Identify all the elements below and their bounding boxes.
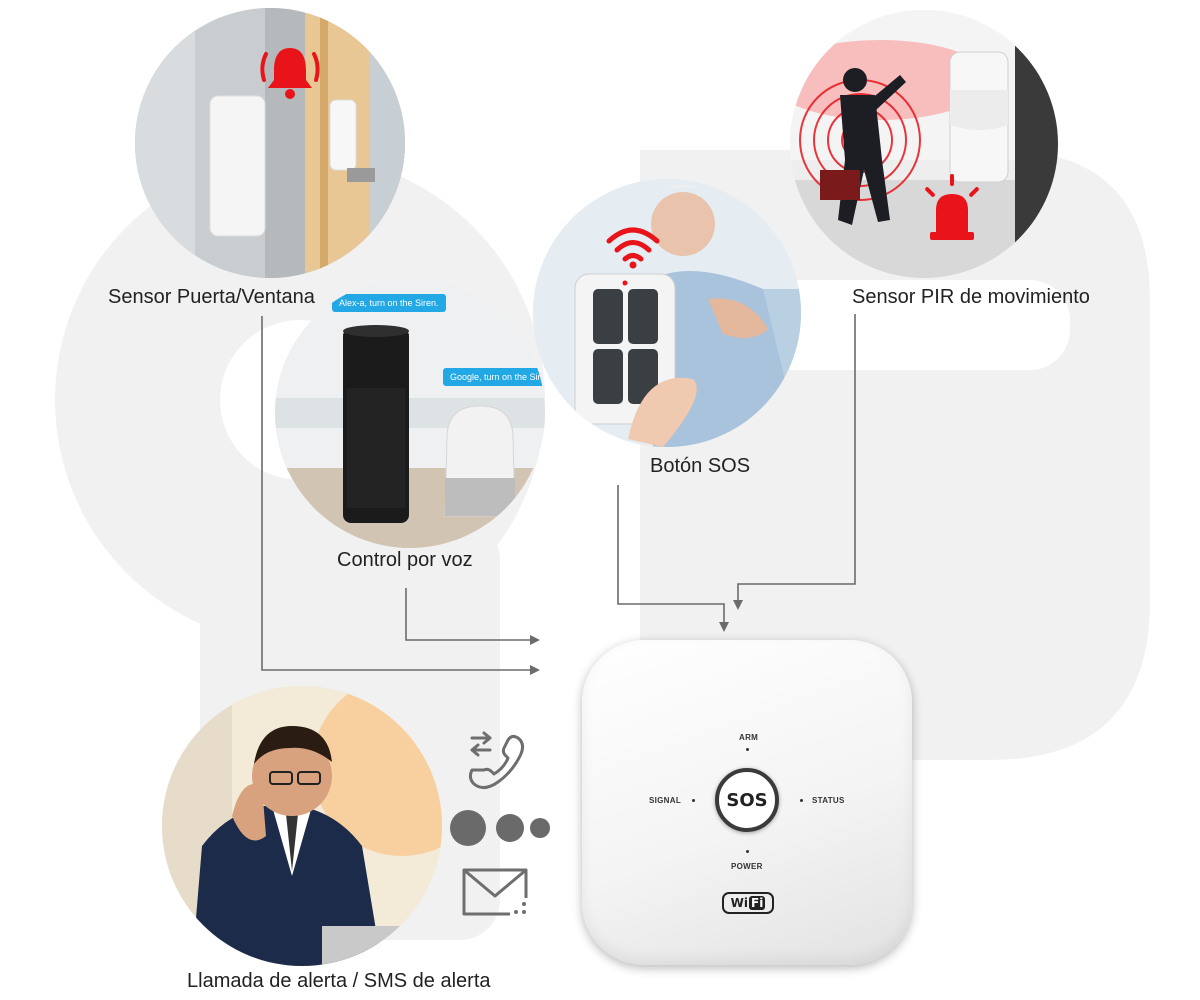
phone-call-icon <box>468 731 525 789</box>
pir-sensor-connector <box>733 314 856 610</box>
siren-icon <box>925 174 979 240</box>
status-indicator <box>800 799 803 802</box>
wifi-signal-icon <box>606 227 660 269</box>
alert-label: Llamada de alerta / SMS de alerta <box>187 970 491 992</box>
status-label: STATUS <box>812 796 845 805</box>
sos-button-text: SOS <box>726 789 768 811</box>
sos-button-photo <box>533 179 801 447</box>
sos-button-connector <box>617 485 729 632</box>
mail-icon <box>462 868 528 916</box>
alexa-speech-bubble: Alex-a, turn on the Siren. <box>332 294 446 312</box>
sms-dots-icon <box>450 810 550 846</box>
door-sensor-label: Sensor Puerta/Ventana <box>108 286 315 308</box>
arm-label: ARM <box>739 733 759 742</box>
signal-indicator <box>692 799 695 802</box>
signal-label: SIGNAL <box>649 796 682 805</box>
power-indicator <box>746 850 749 853</box>
pir-sensor-label: Sensor PIR de movimiento <box>852 286 1090 308</box>
door-sensor-photo <box>135 8 405 278</box>
voice-control-photo: Alex-a, turn on the Siren. Google, turn … <box>275 278 545 548</box>
power-label: POWER <box>731 862 763 871</box>
arm-indicator <box>746 748 749 751</box>
wifi-logo-fi: Fi <box>749 896 766 910</box>
pir-sensor-photo <box>790 10 1058 278</box>
voice-control-connector <box>405 588 540 645</box>
google-speech-bubble: Google, turn on the Siren. <box>443 368 545 386</box>
voice-control-label: Control por voz <box>337 549 473 571</box>
bell-alarm-icon <box>260 48 320 99</box>
alert-call-photo <box>162 686 442 966</box>
sos-panic-button[interactable]: SOS <box>715 768 779 832</box>
door-sensor-connector <box>261 316 540 675</box>
sos-button-label: Botón SOS <box>650 455 751 477</box>
wifi-logo-wi: Wi <box>730 896 749 910</box>
